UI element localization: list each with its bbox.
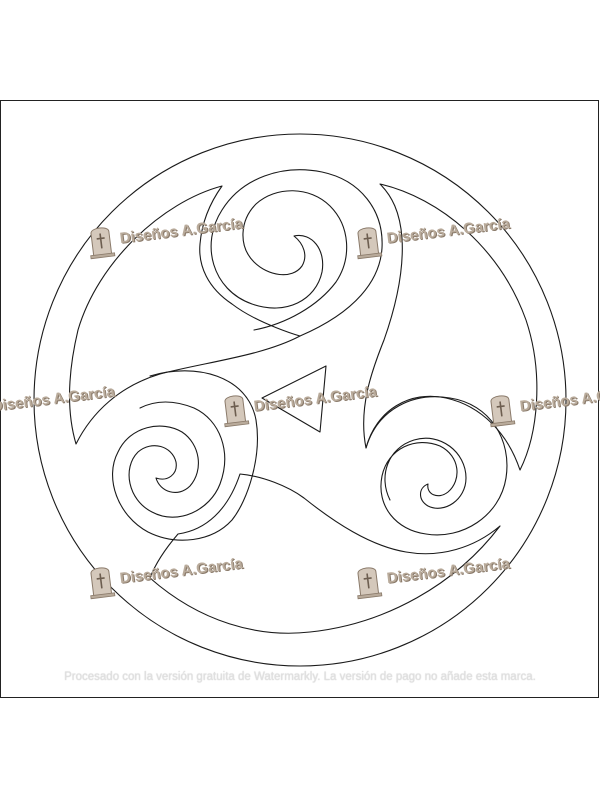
- watermark-text: Diseños A.García: [0, 382, 116, 415]
- left-spiral: [112, 370, 258, 541]
- center-triangle: [261, 365, 327, 433]
- watermark-text: Diseños A.García: [118, 214, 244, 247]
- bottom-arc: [149, 473, 501, 634]
- watermark-7: Diseños A.García: [352, 541, 512, 604]
- right-spiral: [365, 396, 508, 536]
- outer-circle: [33, 133, 567, 667]
- tombstone-cross-icon: [490, 395, 516, 428]
- tombstone-cross-icon: [357, 227, 383, 260]
- top-spiral: [210, 169, 383, 337]
- watermark-5: Diseños A.García: [485, 369, 600, 432]
- tombstone-cross-icon: [357, 567, 383, 600]
- watermark-4: Diseños A.García: [219, 369, 379, 432]
- tombstone-cross-icon: [90, 227, 116, 260]
- tombstone-cross-icon: [90, 567, 116, 600]
- watermark-1: Diseños A.García: [85, 201, 245, 264]
- watermark-2: Diseños A.García: [352, 201, 512, 264]
- watermark-6: Diseños A.García: [85, 541, 245, 604]
- watermark-text: Diseños A.García: [385, 554, 511, 587]
- watermark-text: Diseños A.García: [385, 214, 511, 247]
- tombstone-cross-icon: [224, 395, 250, 428]
- watermark-text: Diseños A.García: [252, 382, 378, 415]
- watermark-text: Diseños A.García: [518, 382, 600, 415]
- watermark-text: Diseños A.García: [118, 554, 244, 587]
- watermarkly-notice: Procesado con la versión gratuita de Wat…: [64, 671, 536, 683]
